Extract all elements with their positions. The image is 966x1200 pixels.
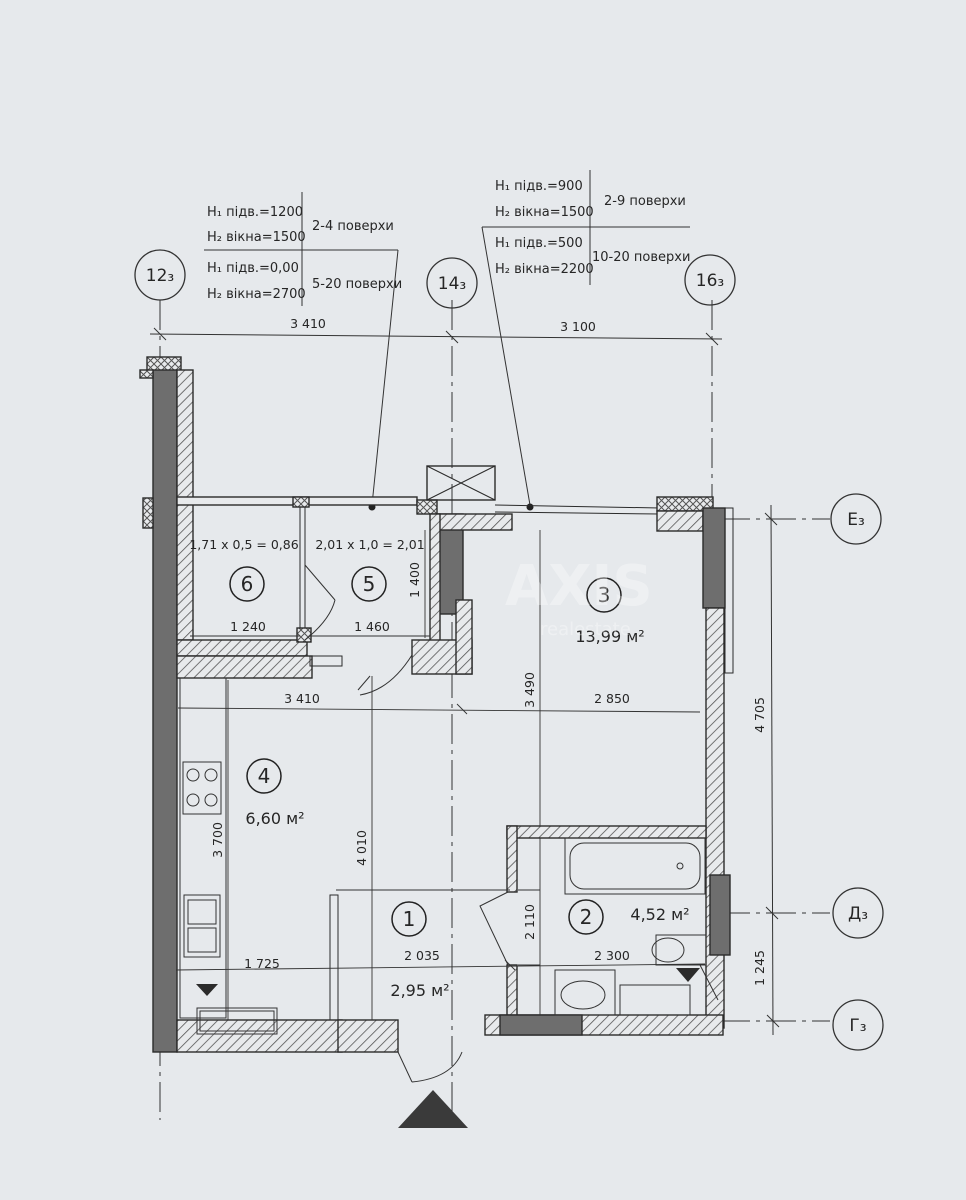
dim-balcony6-width: 1 240 — [230, 619, 266, 634]
doors — [304, 564, 719, 1083]
axis-14: 14₃ — [438, 274, 466, 294]
balcony5-formula: 2,01 x 1,0 = 2,01 — [315, 537, 424, 552]
room-2-number: 2 — [580, 905, 593, 929]
dim-right-total: 4 705 — [752, 697, 767, 733]
room-3-area: 13,99 м² — [575, 627, 644, 646]
note-right-2-floors: 10-20 поверхи — [592, 250, 690, 265]
note-right-2b: H₂ вікна=2200 — [495, 262, 594, 277]
dim-right-lower: 1 245 — [752, 950, 767, 986]
axis-bubbles: 12₃ 14₃ 16₃ Е₃ Д₃ Г₃ — [134, 249, 884, 1051]
stove-icon — [182, 761, 222, 815]
dim-top-left: 3 410 — [290, 316, 326, 331]
note-right-1a: H₁ підв.=900 — [495, 179, 583, 194]
room-3-number: 3 — [598, 583, 611, 607]
note-left-2-floors: 5-20 поверхи — [312, 277, 402, 292]
room-1-area: 2,95 м² — [390, 981, 449, 1000]
dim-bath-width: 2 300 — [594, 948, 630, 963]
toilet-icon — [655, 934, 707, 966]
bathroom-fixtures — [518, 837, 707, 1016]
dim-hall-width: 2 035 — [404, 948, 440, 963]
note-left-1a: H₁ підв.=1200 — [207, 205, 303, 220]
room-1-number: 1 — [403, 907, 416, 931]
room-5-number: 5 — [363, 572, 376, 596]
dim-balcony5-depth: 1 400 — [407, 562, 422, 598]
watermark-logo: AXIS — [505, 554, 653, 619]
note-right-1-floors: 2-9 поверхи — [604, 194, 686, 209]
window-notes-left: H₁ підв.=1200 H₂ вікна=1500 2-4 поверхи … — [204, 192, 402, 511]
dim-living-depth: 3 490 — [522, 672, 537, 708]
room-4-number: 4 — [258, 764, 271, 788]
entrance-arrow-icon — [398, 1090, 468, 1128]
note-left-1b: H₂ вікна=1500 — [207, 230, 306, 245]
kitchen-fixtures — [179, 677, 278, 1035]
axis-16: 16₃ — [696, 271, 724, 291]
vent-marker-bath — [676, 968, 700, 982]
washbasin-icon — [554, 969, 616, 1016]
room-4-area: 6,60 м² — [245, 809, 304, 828]
dim-top-right: 3 100 — [560, 319, 596, 334]
dim-balcony5-width: 1 460 — [354, 619, 390, 634]
note-right-1b: H₂ вікна=1500 — [495, 205, 594, 220]
axis-12: 12₃ — [146, 266, 174, 286]
dim-living-width: 2 850 — [594, 691, 630, 706]
axis-D: Д₃ — [848, 904, 868, 924]
right-dimension — [764, 504, 780, 1036]
room-labels: 6 5 3 13,99 м² 4 6,60 м² 1 2,95 м² 2 4,5… — [229, 566, 690, 1000]
axis-E: Е₃ — [847, 510, 865, 530]
room-6-number: 6 — [241, 572, 254, 596]
note-left-2a: H₁ підв.=0,00 — [207, 261, 299, 276]
dim-bath-depth: 2 110 — [522, 904, 537, 940]
vent-marker-kitchen — [196, 984, 218, 996]
balcony6-formula: 1,71 x 0,5 = 0,86 — [189, 537, 298, 552]
bathtub-icon — [564, 837, 706, 895]
top-dimension — [149, 327, 723, 346]
sink-icon — [183, 894, 221, 958]
note-left-2b: H₂ вікна=2700 — [207, 287, 306, 302]
watermark-sub: realestate — [540, 619, 631, 640]
interior-dimensions — [175, 530, 706, 1020]
room-2-area: 4,52 м² — [630, 905, 689, 924]
walls — [139, 356, 734, 1053]
note-left-1-floors: 2-4 поверхи — [312, 219, 394, 234]
dim-kitchen-depth: 3 700 — [210, 822, 225, 858]
dim-kitchen-width: 3 410 — [284, 691, 320, 706]
dim-hall-depth: 4 010 — [354, 830, 369, 866]
dim-kitchen-lower: 1 725 — [244, 956, 280, 971]
window-notes-right: H₁ підв.=900 H₂ вікна=1500 2-9 поверхи H… — [481, 170, 690, 511]
note-right-2a: H₁ підв.=500 — [495, 236, 583, 251]
axis-G: Г₃ — [849, 1016, 866, 1036]
